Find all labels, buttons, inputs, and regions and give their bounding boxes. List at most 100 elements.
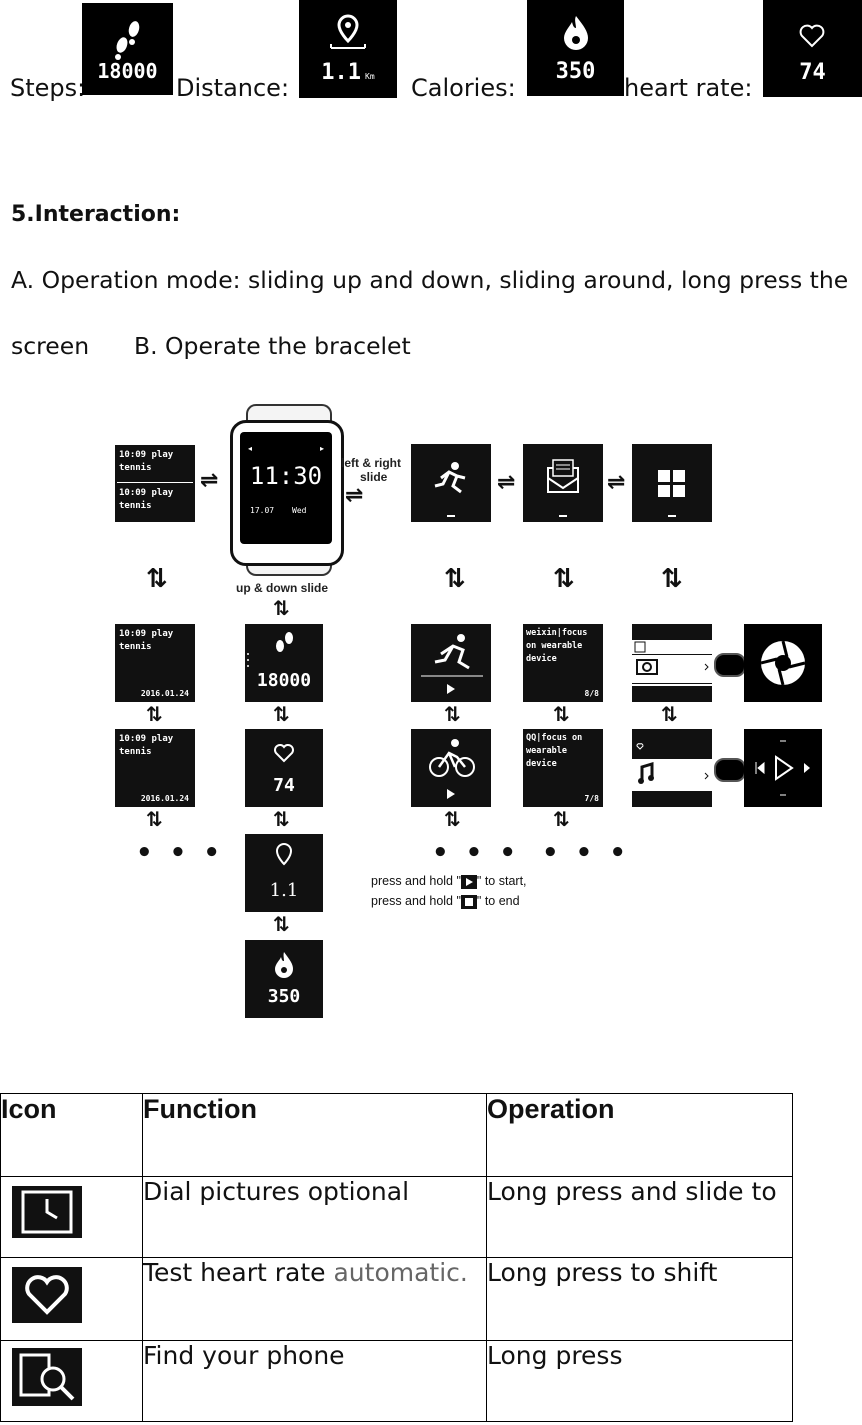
message-screen [523, 444, 603, 522]
press-end-text-b: " to end [476, 894, 520, 908]
message-text: device [526, 654, 557, 664]
icon-cell [0, 1257, 143, 1341]
message-text: on wearable [526, 641, 583, 651]
heart-screen-value: 74 [273, 775, 295, 796]
operation-cell: Long press [486, 1340, 793, 1422]
location-pin-icon [275, 842, 293, 866]
play-controls-icon [755, 740, 810, 796]
vertical-slide-arrow: ⇅ [661, 564, 683, 594]
notification-text: 10:09 play [119, 450, 174, 460]
table-row: Dial pictures optional Long press and sl… [0, 1176, 793, 1258]
message-count: 7/8 [584, 794, 599, 803]
up-down-slide-label: up & down slide [236, 581, 328, 595]
flame-icon [564, 16, 588, 50]
left-right-slide-label: left & right [341, 456, 401, 470]
distance-unit: Km [365, 72, 375, 81]
music-player-screen [744, 729, 822, 807]
press-end-note: press and hold "" to end [371, 894, 520, 909]
notification-text: 10:09 play [119, 734, 174, 744]
steps-tile: 18000 [82, 3, 173, 95]
more-ellipsis: • • • [136, 838, 224, 868]
app-menu-screen [632, 624, 712, 702]
message-detail-screen: QQ|focus on wearable device 7/8 [523, 729, 603, 807]
function-text: Test heart rate [143, 1258, 334, 1287]
operation-mode-line: A. Operation mode: sliding up and down, … [11, 266, 849, 294]
section-heading: 5.Interaction: [11, 202, 181, 227]
distance-label: Distance: [176, 74, 290, 102]
icon-cell [0, 1340, 143, 1422]
message-text: QQ|focus on [526, 733, 583, 743]
heart-outline-icon [799, 24, 825, 48]
notification-detail-screen: 10:09 play tennis 2016.01.24 [115, 729, 195, 807]
press-button-icon [714, 758, 746, 782]
camera-screen [744, 624, 822, 702]
heart-tile: 74 [763, 0, 862, 97]
table-row: Test heart rate automatic. Long press to… [0, 1257, 793, 1341]
table-header-row: Icon Function Operation [0, 1093, 793, 1177]
play-button-icon [460, 874, 477, 889]
footsteps-icon [247, 632, 293, 667]
vertical-slide-arrow: ⇅ [146, 807, 163, 831]
vertical-slide-arrow: ⇅ [444, 807, 461, 831]
press-start-text-b: " to start, [476, 874, 527, 888]
operation-cell: Long press and slide to [486, 1176, 793, 1258]
grid-icon [658, 470, 685, 517]
vertical-slide-arrow: ⇅ [146, 564, 168, 594]
flame-icon [275, 952, 293, 978]
vertical-slide-arrow: ⇅ [444, 564, 466, 594]
vertical-slide-arrow: ⇅ [273, 596, 290, 620]
calories-screen: 350 [245, 940, 323, 1018]
watch-screen[interactable]: ◂ ▸ 11:30 17.07 Wed [240, 432, 332, 544]
running-screen [411, 624, 491, 702]
heart-value: 74 [799, 60, 826, 85]
distance-screen-value: 1.1 [269, 880, 299, 901]
vertical-slide-arrow: ⇅ [273, 807, 290, 831]
footsteps-icon [115, 21, 140, 60]
message-count: 8/8 [584, 689, 599, 698]
message-text: device [526, 759, 557, 769]
heart-icon [12, 1267, 82, 1323]
notification-text: tennis [119, 747, 152, 757]
notification-text: tennis [119, 463, 152, 473]
app-menu-screen [632, 729, 712, 807]
vertical-slide-arrow: ⇅ [553, 807, 570, 831]
left-right-slide-label-2: slide [360, 470, 388, 484]
press-button-icon [714, 653, 746, 677]
notification-date: 2016.01.24 [140, 794, 189, 803]
swap-arrow: ⇌ [200, 468, 219, 493]
calories-tile: 350 [527, 0, 624, 96]
notification-text: 10:09 play [119, 629, 174, 639]
calories-value: 350 [555, 59, 596, 84]
calories-screen-value: 350 [267, 986, 301, 1007]
shutter-icon [760, 640, 806, 686]
camera-icon [634, 641, 709, 675]
vertical-slide-arrow: ⇅ [273, 912, 290, 936]
sport-screen [411, 444, 491, 522]
notification-date: 2016.01.24 [140, 689, 189, 698]
vertical-slide-arrow: ⇅ [146, 702, 163, 726]
running-icon [434, 462, 466, 517]
message-detail-screen: weixin|focus on wearable device 8/8 [523, 624, 603, 702]
press-start-note: press and hold "" to start, [371, 874, 527, 889]
steps-screen: 18000 [245, 624, 323, 702]
heart-rate-screen: 74 [245, 729, 323, 807]
notification-detail-screen: 10:09 play tennis 2016.01.24 [115, 624, 195, 702]
message-text: weixin|focus [526, 628, 588, 638]
notification-text: tennis [119, 642, 152, 652]
envelope-icon [547, 459, 579, 517]
notification-text: 10:09 play [119, 488, 174, 498]
function-text-extra: automatic. [333, 1258, 468, 1287]
stop-button-icon [460, 894, 477, 909]
distance-screen: 1.1 [245, 834, 323, 912]
table-header-operation: Operation [486, 1093, 793, 1177]
table-header-icon: Icon [0, 1093, 143, 1177]
operation-mode-line-2: screen [11, 332, 90, 360]
steps-screen-value: 18000 [256, 670, 312, 691]
watch-day: Wed [292, 506, 307, 515]
cycling-screen [411, 729, 491, 807]
operation-cell: Long press to shift [486, 1257, 793, 1341]
message-text: wearable [526, 746, 567, 756]
vertical-slide-arrow: ⇅ [444, 702, 461, 726]
table-row: Find your phone Long press [0, 1340, 793, 1422]
